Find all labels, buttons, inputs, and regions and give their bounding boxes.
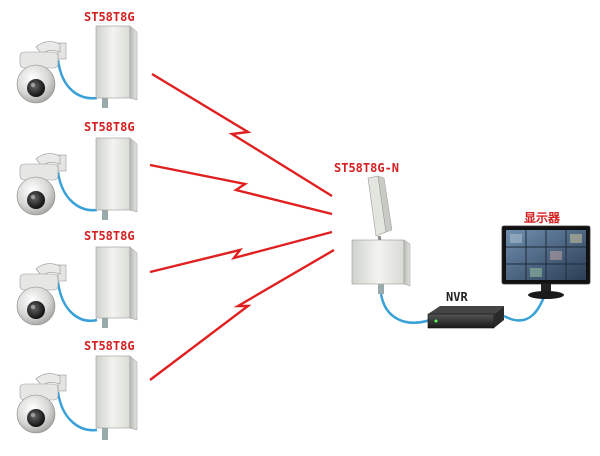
camera-group-2: ST58T8G — [16, 120, 138, 220]
bridge-panel-4-icon — [95, 355, 138, 440]
bridge-label-3: ST58T8G — [84, 229, 135, 243]
wireless-signal-2 — [149, 163, 333, 216]
bridge-label-4: ST58T8G — [84, 339, 135, 353]
cable-4 — [56, 391, 98, 432]
cable-2 — [56, 171, 98, 212]
bridge-label-1: ST58T8G — [84, 10, 135, 24]
wireless-signal-4 — [149, 248, 335, 381]
camera-group-4: ST58T8G — [16, 339, 138, 440]
monitor-icon — [501, 225, 591, 299]
bridge-panel-1-icon — [95, 25, 138, 108]
bridge-panel-2-icon — [95, 137, 138, 220]
wireless-signal-1 — [151, 72, 333, 198]
wireless-signal-3 — [149, 230, 333, 274]
nvr-icon — [427, 306, 504, 329]
bridge-panel-3-icon — [95, 246, 138, 328]
dome-camera-2-icon — [16, 153, 67, 216]
cable-3 — [56, 281, 98, 322]
dome-camera-3-icon — [16, 263, 67, 326]
bridge-label-2: ST58T8G — [84, 120, 135, 134]
dome-camera-1-icon — [16, 41, 67, 104]
cable-1 — [56, 59, 98, 100]
cable-base-to-nvr — [379, 293, 431, 324]
base-station-label: ST58T8G-N — [334, 161, 399, 175]
camera-group-3: ST58T8G — [16, 229, 138, 328]
camera-group-1: ST58T8G — [16, 10, 138, 108]
nvr-label: NVR — [446, 290, 468, 304]
dome-camera-4-icon — [16, 373, 67, 434]
base-station-icon — [351, 175, 411, 294]
monitor-label: 显示器 — [524, 211, 561, 225]
